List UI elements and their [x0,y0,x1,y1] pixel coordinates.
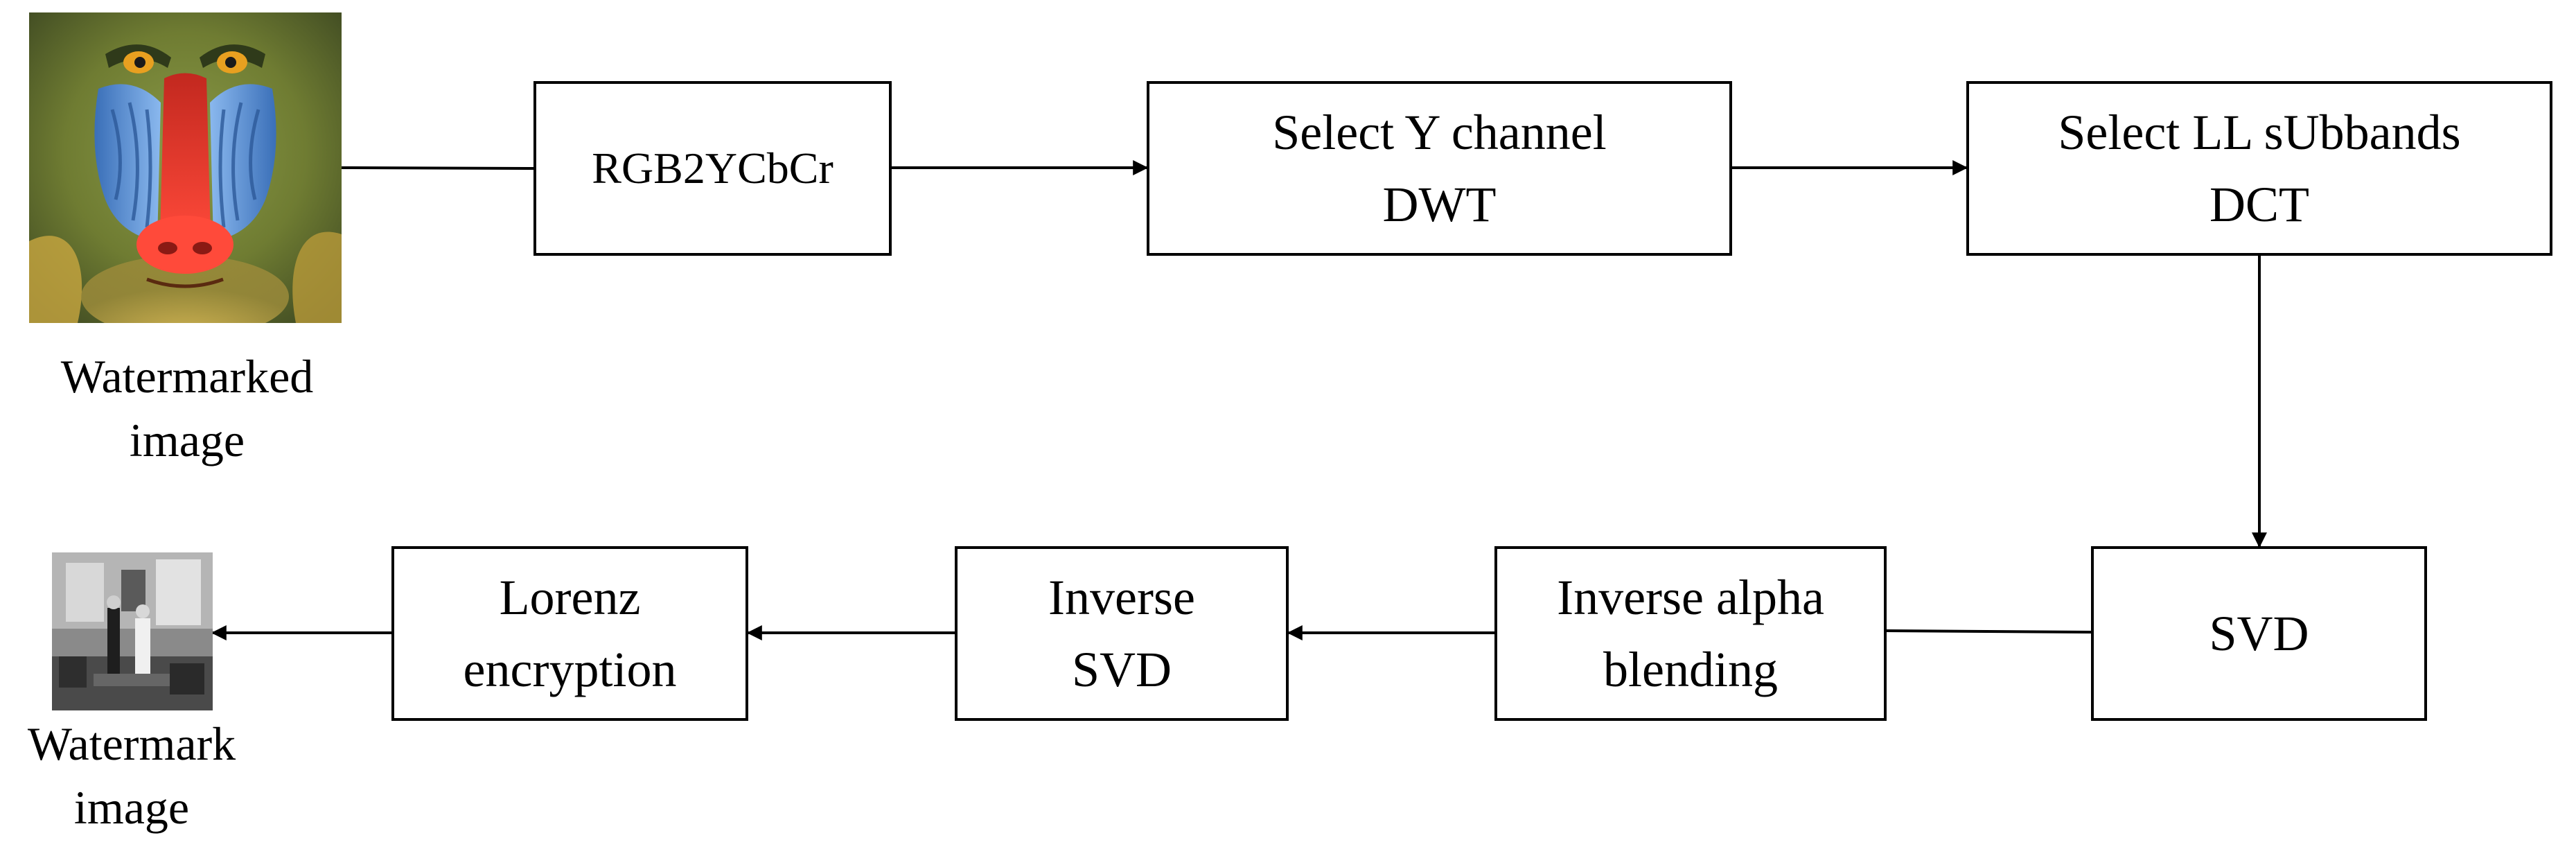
inverse-alpha-blending-box: Inverse alpha blending [1494,546,1887,721]
svd-box: SVD [2091,546,2427,721]
watermark-image-caption-line1: Watermark [27,717,236,770]
svd-label-2: SVD [1071,642,1172,697]
black-and-white-interior-photo [52,552,213,710]
watermarked-image-caption-line2: image [129,413,245,466]
inverse-label: Inverse [1048,569,1195,625]
watermarked-image-picture [29,12,342,323]
mandrill-photo [29,12,342,323]
dwt-label: DWT [1382,177,1497,232]
lorenz-encryption-box: Lorenz encryption [391,546,748,721]
watermark-image-picture [52,552,213,710]
select-ll-subbands-label: Select LL sUbbands [2058,104,2461,160]
watermarked-image-caption-line1: Watermarked [60,350,314,403]
dct-label: DCT [2209,177,2309,232]
encryption-label: encryption [463,642,677,697]
select-ll-subbands-dct-box: Select LL sUbbands DCT [1966,81,2552,256]
inverse-svd-box: Inverse SVD [955,546,1289,721]
select-y-channel-label: Select Y channel [1272,104,1607,160]
blending-label: blending [1603,642,1778,697]
watermark-image-caption-line2: image [73,780,190,834]
rgb2ycbcr-label: RGB2YCbCr [592,143,833,193]
connector-svd-to-inverse-alpha [1886,629,2092,634]
watermarked-image-caption: Watermarked image [21,345,353,473]
watermark-image-caption: Watermark image [0,713,263,840]
inverse-alpha-label: Inverse alpha [1557,569,1824,625]
rgb2ycbcr-box: RGB2YCbCr [533,81,892,256]
lorenz-label: Lorenz [499,569,641,625]
svd-label: SVD [2209,605,2309,661]
select-y-channel-dwt-box: Select Y channel DWT [1147,81,1732,256]
